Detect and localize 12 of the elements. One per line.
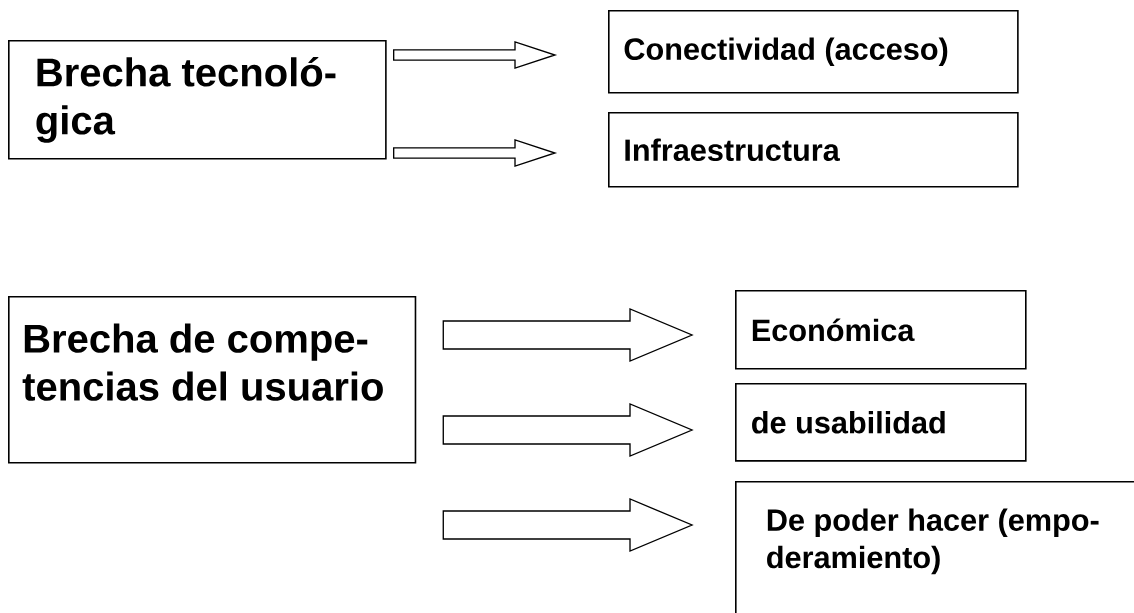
item-box: de usabilidad — [735, 383, 1027, 462]
item-box: De poder hacer (empo- deramiento) — [735, 481, 1134, 613]
block-arrow — [442, 498, 694, 552]
block-arrow — [393, 139, 558, 167]
block-arrow — [393, 41, 558, 69]
block-arrow — [442, 403, 694, 457]
item-box: Conectividad (acceso) — [608, 10, 1019, 94]
block-arrow — [442, 308, 694, 362]
heading-box: Brecha de compe- tencias del usuario — [8, 296, 417, 464]
item-box: Infraestructura — [608, 112, 1019, 188]
heading-box: Brecha tecnoló- gica — [8, 40, 387, 160]
item-box: Económica — [735, 290, 1027, 370]
